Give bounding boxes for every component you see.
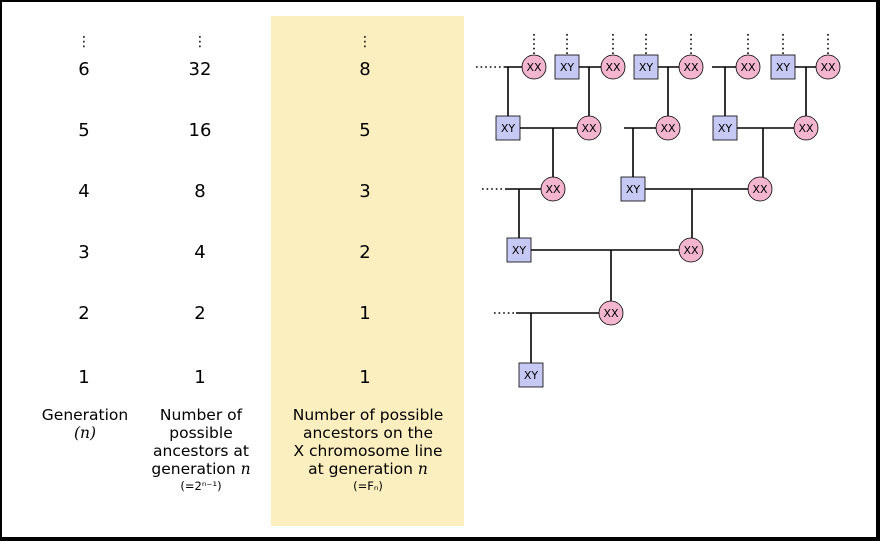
male-label: XY: [560, 61, 575, 74]
female-label: XX: [605, 61, 621, 74]
male-square: [770, 54, 796, 80]
generation-value: 3: [78, 242, 90, 263]
ancestors-value: 32: [188, 59, 212, 80]
female-label: XX: [798, 122, 814, 135]
ancestors-label: Number of possible ancestors at generati…: [135, 406, 267, 494]
female-label: XX: [740, 61, 756, 74]
x-line-label: Number of possible ancestors on the X ch…: [278, 406, 458, 494]
x-line-formula: (=Fₙ): [353, 479, 383, 493]
ancestors-value: 8: [194, 181, 206, 202]
female-circle: [576, 115, 602, 141]
x-line-value: 5: [359, 120, 371, 141]
generation-value: 4: [78, 181, 90, 202]
male-label: XY: [639, 61, 654, 74]
x-line-label-line: at generation n: [278, 460, 458, 478]
ancestors-value: 16: [188, 120, 212, 141]
male-label: XY: [501, 122, 516, 135]
female-circle: [678, 237, 704, 263]
male-square: [620, 176, 646, 202]
ancestors-label-line: generation n: [135, 460, 267, 478]
generation-label-math: (n): [73, 424, 97, 442]
x-line-value: 1: [359, 303, 371, 324]
x-line-column-highlight: [271, 16, 464, 526]
female-label: XX: [820, 61, 836, 74]
male-label: XY: [512, 244, 527, 257]
female-label: XX: [581, 122, 597, 135]
x-line-vdots: ⋮: [358, 34, 372, 50]
male-label: XY: [718, 122, 733, 135]
x-line-label-line: Number of possible: [292, 406, 444, 424]
x-line-value: 2: [359, 242, 371, 263]
female-label: XX: [526, 61, 542, 74]
x-line-label-gen: at generation: [308, 460, 418, 478]
ancestors-label-gen-math: n: [240, 460, 251, 478]
generation-label-line: Generation: [41, 406, 129, 424]
x-line-label-line: X chromosome line: [293, 442, 443, 460]
x-line-label-line: ancestors on the: [302, 424, 434, 442]
ancestors-label-line: ancestors at: [153, 442, 249, 460]
female-circle: [793, 115, 819, 141]
ancestors-value: 2: [194, 303, 206, 324]
ancestors-formula: (=2ⁿ⁻¹): [180, 479, 222, 493]
female-label: XX: [683, 244, 699, 257]
generation-vdots: ⋮: [77, 34, 91, 50]
ancestors-vdots: ⋮: [193, 34, 207, 50]
female-circle: [735, 54, 761, 80]
female-circle: [655, 115, 681, 141]
male-label: XY: [626, 183, 641, 196]
generation-value: 2: [78, 303, 90, 324]
male-square: [506, 237, 532, 263]
female-label: XX: [660, 122, 676, 135]
generation-value: 6: [78, 59, 90, 80]
ancestors-label-line: Number of: [159, 406, 243, 424]
female-circle: [540, 176, 566, 202]
x-line-label-gen-math: n: [417, 460, 428, 478]
female-circle: [815, 54, 841, 80]
female-label: XX: [603, 307, 619, 320]
generation-value: 1: [78, 367, 90, 388]
ancestors-label-line: possible: [169, 424, 233, 442]
ancestors-value: 1: [194, 367, 206, 388]
male-square: [518, 362, 544, 388]
female-label: XX: [545, 183, 561, 196]
x-line-value: 3: [359, 181, 371, 202]
generation-label: Generation (n): [30, 406, 140, 442]
male-square: [495, 115, 521, 141]
female-circle: [600, 54, 626, 80]
male-label: XY: [776, 61, 791, 74]
x-line-value: 1: [359, 367, 371, 388]
female-circle: [521, 54, 547, 80]
female-label: XX: [683, 61, 699, 74]
generation-value: 5: [78, 120, 90, 141]
male-square: [554, 54, 580, 80]
female-circle: [598, 300, 624, 326]
female-label: XX: [752, 183, 768, 196]
female-circle: [678, 54, 704, 80]
male-square: [712, 115, 738, 141]
ancestors-label-gen: generation: [151, 460, 241, 478]
x-line-value: 8: [359, 59, 371, 80]
male-label: XY: [524, 369, 539, 382]
ancestors-value: 4: [194, 242, 206, 263]
female-circle: [747, 176, 773, 202]
male-square: [633, 54, 659, 80]
